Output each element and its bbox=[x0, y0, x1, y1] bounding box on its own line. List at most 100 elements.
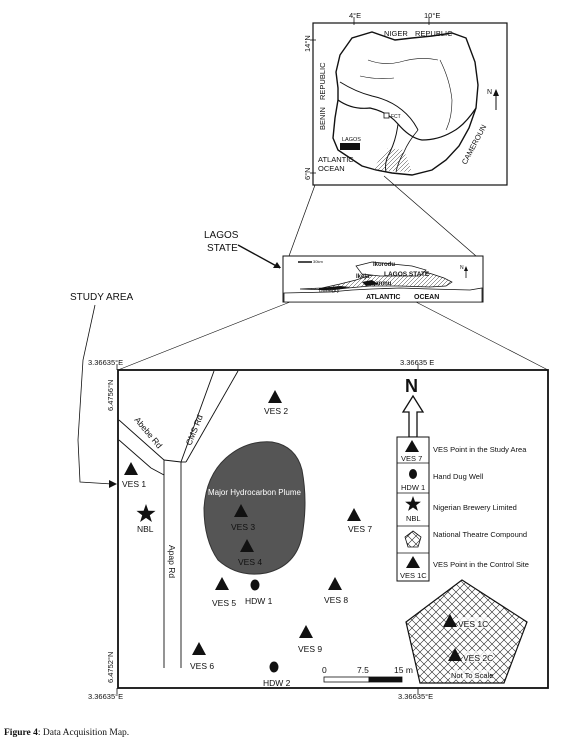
label-badagry: Badagry bbox=[319, 288, 340, 294]
ves-point: VES 2 bbox=[264, 390, 288, 416]
legend-label-well: Hand Dug Well bbox=[433, 472, 484, 481]
legend-well-icon: HDW 1 bbox=[401, 469, 425, 492]
coord-top-right: 3.36635 E bbox=[400, 358, 434, 367]
caption-text: : Data Acquisition Map. bbox=[37, 728, 130, 738]
ves-point: VES 3 bbox=[231, 504, 255, 532]
svg-text:VES 1C: VES 1C bbox=[400, 571, 427, 580]
well-point: HDW 2 bbox=[263, 661, 291, 688]
control-site: VES 1C VES 2C Not To Scale bbox=[405, 579, 528, 684]
lat-label-6n: 6°N bbox=[303, 167, 312, 180]
label-republic-n: REPUBLIC bbox=[415, 29, 453, 38]
svg-text:7.5: 7.5 bbox=[357, 665, 369, 675]
brewery-star-icon: NBL bbox=[136, 504, 156, 534]
well-point: HDW 1 bbox=[245, 579, 273, 606]
label-atlantic-lagos: ATLANTIC bbox=[366, 294, 400, 301]
label-republic-w: REPUBLIC bbox=[318, 62, 327, 100]
connector-line bbox=[415, 301, 549, 371]
callout-arrow bbox=[237, 244, 281, 269]
svg-text:N: N bbox=[405, 376, 418, 396]
label-benin: BENIN bbox=[318, 107, 327, 130]
svg-text:N: N bbox=[460, 265, 464, 271]
lagos-marker bbox=[340, 143, 360, 150]
lat-top: 6.4756°N bbox=[106, 380, 115, 411]
ves-point: VES 1 bbox=[122, 462, 146, 489]
coord-top-left: 3.36635°E bbox=[88, 358, 123, 367]
ves-point: VES 5 bbox=[212, 577, 236, 608]
lat-label-14n: 14°N bbox=[303, 35, 312, 52]
study-area-leader bbox=[77, 304, 113, 485]
lagos-north-arrow-icon: N bbox=[460, 265, 468, 278]
ves-point: VES 4 bbox=[238, 539, 262, 567]
label-lagos-state: LAGOS STATE bbox=[384, 271, 430, 278]
legend-label-brewery: Nigerian Brewery Limited bbox=[433, 503, 517, 512]
caption-label: Figure 4 bbox=[4, 728, 38, 738]
study-area-label: STUDY AREA bbox=[70, 292, 133, 303]
legend-ves-control-icon: VES 1C bbox=[400, 556, 427, 580]
label-fct: FCT bbox=[391, 114, 401, 120]
ves-point: VES 6 bbox=[190, 642, 214, 671]
coord-bottom-right: 3.36635°E bbox=[398, 692, 433, 701]
nigeria-inset: 4°E 10°E 14°N 6°N NIGER REPUBLIC BENIN R… bbox=[303, 11, 508, 186]
nigeria-outline bbox=[332, 31, 479, 176]
legend-pentagon-icon bbox=[404, 530, 422, 548]
roads bbox=[118, 370, 239, 668]
svg-text:15 m: 15 m bbox=[394, 665, 413, 675]
fct-marker bbox=[383, 112, 390, 119]
figure-caption: Figure 4: Data Acquisition Map. bbox=[4, 728, 129, 738]
ves-point: VES 7 bbox=[347, 508, 372, 534]
label-lagos-small: LAGOS bbox=[342, 137, 361, 143]
legend: VES 7 VES Point in the Study Area HDW 1 … bbox=[396, 436, 529, 582]
coord-bottom-left: 3.36635°E bbox=[88, 692, 123, 701]
svg-text:VES 6: VES 6 bbox=[190, 661, 214, 671]
not-to-scale: Not To Scale bbox=[451, 671, 493, 680]
legend-ves-study-icon: VES 7 bbox=[401, 440, 422, 463]
svg-text:VES 1: VES 1 bbox=[122, 479, 146, 489]
connector-line bbox=[383, 175, 477, 257]
lat-bottom: 6.4752°N bbox=[106, 652, 115, 683]
svg-text:VES 7: VES 7 bbox=[348, 524, 372, 534]
label-ocean: OCEAN bbox=[318, 164, 345, 173]
callout-lagos: LAGOS bbox=[204, 230, 239, 241]
svg-text:VES 2: VES 2 bbox=[264, 406, 288, 416]
nigeria-north-arrow-icon: N bbox=[487, 89, 499, 110]
svg-text:VES 8: VES 8 bbox=[324, 595, 348, 605]
legend-star-icon: NBL bbox=[405, 496, 421, 523]
label-ikorodu: Ikorodu bbox=[373, 262, 395, 268]
svg-text:HDW 1: HDW 1 bbox=[401, 483, 425, 492]
ves-control-point: VES 1C bbox=[443, 614, 488, 629]
control-site-pentagon bbox=[405, 579, 528, 684]
label-atlantic: ATLANTIC bbox=[318, 155, 354, 164]
legend-label-ves-control: VES Point in the Control Site bbox=[433, 560, 529, 569]
study-map-frame bbox=[117, 369, 549, 689]
north-arrow-icon: N bbox=[401, 376, 425, 438]
scale-bar: 0 7.5 15 m bbox=[322, 665, 413, 683]
label-iganmu: Iganmu bbox=[370, 281, 392, 287]
svg-text:VES 4: VES 4 bbox=[238, 557, 262, 567]
lon-label-10e: 10°E bbox=[424, 11, 440, 20]
ves-point: VES 9 bbox=[298, 625, 322, 654]
svg-text:N: N bbox=[487, 89, 492, 96]
ves-point: VES 8 bbox=[324, 577, 348, 605]
svg-text:VES 3: VES 3 bbox=[231, 522, 255, 532]
label-ikeja: Ikeja bbox=[356, 274, 370, 280]
connector-line bbox=[117, 301, 291, 371]
lon-label-4e: 4°E bbox=[349, 11, 361, 20]
lagos-inset: Ikorodu Ikeja LAGOS STATE Iganmu Badagry… bbox=[282, 255, 484, 303]
legend-label-theatre: National Theatre Compound bbox=[433, 530, 527, 539]
svg-text:VES 9: VES 9 bbox=[298, 644, 322, 654]
svg-text:0: 0 bbox=[322, 665, 327, 675]
svg-text:VES 5: VES 5 bbox=[212, 598, 236, 608]
svg-text:VES 2C: VES 2C bbox=[463, 653, 493, 663]
svg-text:HDW 2: HDW 2 bbox=[263, 678, 291, 688]
callout-state: STATE bbox=[207, 243, 238, 254]
lagos-scale-label: 30km bbox=[313, 259, 323, 264]
study-area-map: 3.36635°E 3.36635 E 3.36635°E 3.36635°E … bbox=[88, 358, 549, 701]
svg-text:NBL: NBL bbox=[137, 524, 154, 534]
connector-line bbox=[288, 184, 316, 257]
svg-text:VES 7: VES 7 bbox=[401, 454, 422, 463]
label-ocean-lagos: OCEAN bbox=[414, 294, 439, 301]
road-apapa: Apap Rd bbox=[167, 545, 177, 578]
legend-label-ves-study: VES Point in the Study Area bbox=[433, 445, 527, 454]
ves-control-point: VES 2C bbox=[448, 648, 493, 663]
